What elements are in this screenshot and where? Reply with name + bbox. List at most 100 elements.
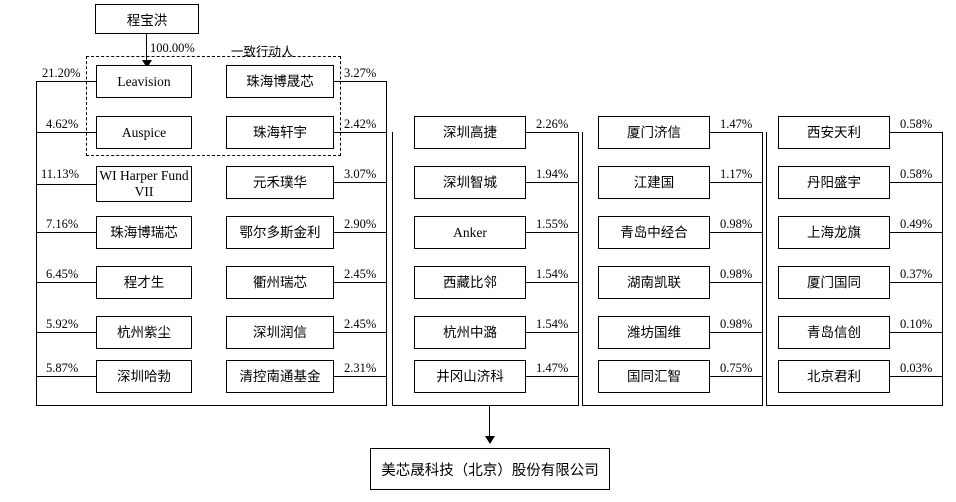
percent-col2-2: 3.07% [344, 167, 377, 181]
top-shareholder-box: 程宝洪 [95, 4, 199, 34]
box-col3-3: 西藏比邻 [414, 266, 526, 299]
lead-col5-3 [890, 282, 942, 283]
box-col3-0: 深圳高捷 [414, 116, 526, 149]
lead-col5-2 [890, 232, 942, 233]
box-col2-1: 珠海轩宇 [226, 116, 334, 149]
box-col5-1: 丹阳盛宇 [778, 166, 890, 199]
box-col2-4: 衢州瑞芯 [226, 266, 334, 299]
box-col1-3: 珠海博瑞芯 [96, 216, 192, 249]
box-col2-3: 鄂尔多斯金利 [226, 216, 334, 249]
percent-col2-6: 2.31% [344, 361, 377, 375]
box-col1-0: Leavision [96, 65, 192, 98]
lead-col4-0 [710, 132, 762, 133]
lead-col3-1 [526, 182, 578, 183]
bus-col3-bottom [392, 405, 578, 406]
connector-top-vertical [146, 34, 147, 62]
box-col1-1: Auspice [96, 116, 192, 149]
percent-col2-1: 2.42% [344, 117, 377, 131]
lead-col2-2 [334, 182, 386, 183]
percent-col4-4: 0.98% [720, 317, 753, 331]
lead-col3-4 [526, 332, 578, 333]
box-col3-1: 深圳智城 [414, 166, 526, 199]
percent-col1-2: 11.13% [41, 167, 80, 181]
percent-col3-0: 2.26% [536, 117, 569, 131]
lead-col1-0 [36, 81, 96, 82]
box-col2-6: 清控南通基金 [226, 360, 334, 393]
lead-col2-1 [334, 132, 386, 133]
percent-col5-0: 0.58% [900, 117, 933, 131]
lead-col1-2 [36, 184, 96, 185]
box-col4-1: 江建国 [598, 166, 710, 199]
bus-col5-bottom [766, 405, 942, 406]
box-col5-0: 西安天利 [778, 116, 890, 149]
box-col1-2: WI Harper Fund VII [96, 166, 192, 202]
percent-col5-2: 0.49% [900, 217, 933, 231]
bus-col4-left [582, 132, 583, 406]
box-col5-2: 上海龙旗 [778, 216, 890, 249]
lead-col1-1 [36, 132, 96, 133]
lead-col2-0 [334, 81, 386, 82]
box-col4-0: 厦门济信 [598, 116, 710, 149]
connector-bottom-vertical [489, 405, 490, 440]
bus-col2-vertical [386, 81, 387, 406]
lead-col3-0 [526, 132, 578, 133]
box-col4-4: 潍坊国维 [598, 316, 710, 349]
lead-col1-4 [36, 282, 96, 283]
percent-col2-0: 3.27% [344, 66, 377, 80]
box-col1-5: 杭州紫尘 [96, 316, 192, 349]
lead-col1-5 [36, 332, 96, 333]
lead-col4-1 [710, 182, 762, 183]
percent-col3-2: 1.55% [536, 217, 569, 231]
box-col2-2: 元禾璞华 [226, 166, 334, 199]
lead-col1-3 [36, 232, 96, 233]
box-col3-2: Anker [414, 216, 526, 249]
bus-col5-left [766, 132, 767, 406]
percent-col4-0: 1.47% [720, 117, 753, 131]
lead-col2-4 [334, 282, 386, 283]
concert-party-group-outline [86, 56, 341, 156]
arrow-bottom-down-icon [485, 436, 495, 444]
percent-col5-3: 0.37% [900, 267, 933, 281]
percent-col2-3: 2.90% [344, 217, 377, 231]
percent-col3-1: 1.94% [536, 167, 569, 181]
percent-col2-4: 2.45% [344, 267, 377, 281]
box-col5-3: 厦门国同 [778, 266, 890, 299]
percent-col4-1: 1.17% [720, 167, 753, 181]
percent-col1-1: 4.62% [46, 117, 79, 131]
concert-party-label: 一致行动人 [231, 45, 294, 59]
percent-col3-4: 1.54% [536, 317, 569, 331]
bus-col1-bottom [36, 405, 387, 406]
lead-col2-6 [334, 376, 386, 377]
lead-col3-2 [526, 232, 578, 233]
percent-col5-4: 0.10% [900, 317, 933, 331]
box-col2-0: 珠海博晟芯 [226, 65, 334, 98]
percent-col3-3: 1.54% [536, 267, 569, 281]
lead-col4-3 [710, 282, 762, 283]
percent-col1-0: 21.20% [42, 66, 81, 80]
lead-col3-3 [526, 282, 578, 283]
arrow-top-down-icon [142, 60, 152, 68]
lead-col1-6 [36, 376, 96, 377]
box-col1-4: 程才生 [96, 266, 192, 299]
lead-col5-0 [890, 132, 942, 133]
bus-col1-vertical [36, 81, 37, 406]
box-col2-5: 深圳润信 [226, 316, 334, 349]
box-col5-4: 青岛信创 [778, 316, 890, 349]
bus-col4-right [762, 132, 763, 406]
percent-col1-6: 5.87% [46, 361, 79, 375]
issuer-box: 美芯晟科技（北京）股份有限公司 [370, 448, 610, 490]
lead-col2-3 [334, 232, 386, 233]
bus-col4-bottom [582, 405, 762, 406]
percent-col1-4: 6.45% [46, 267, 79, 281]
lead-col4-2 [710, 232, 762, 233]
lead-col4-4 [710, 332, 762, 333]
percent-col2-5: 2.45% [344, 317, 377, 331]
lead-col2-5 [334, 332, 386, 333]
lead-col4-5 [710, 376, 762, 377]
lead-col5-5 [890, 376, 942, 377]
box-col3-4: 杭州中潞 [414, 316, 526, 349]
percent-col1-3: 7.16% [46, 217, 79, 231]
bus-col3-right [578, 132, 579, 406]
percent-col5-1: 0.58% [900, 167, 933, 181]
